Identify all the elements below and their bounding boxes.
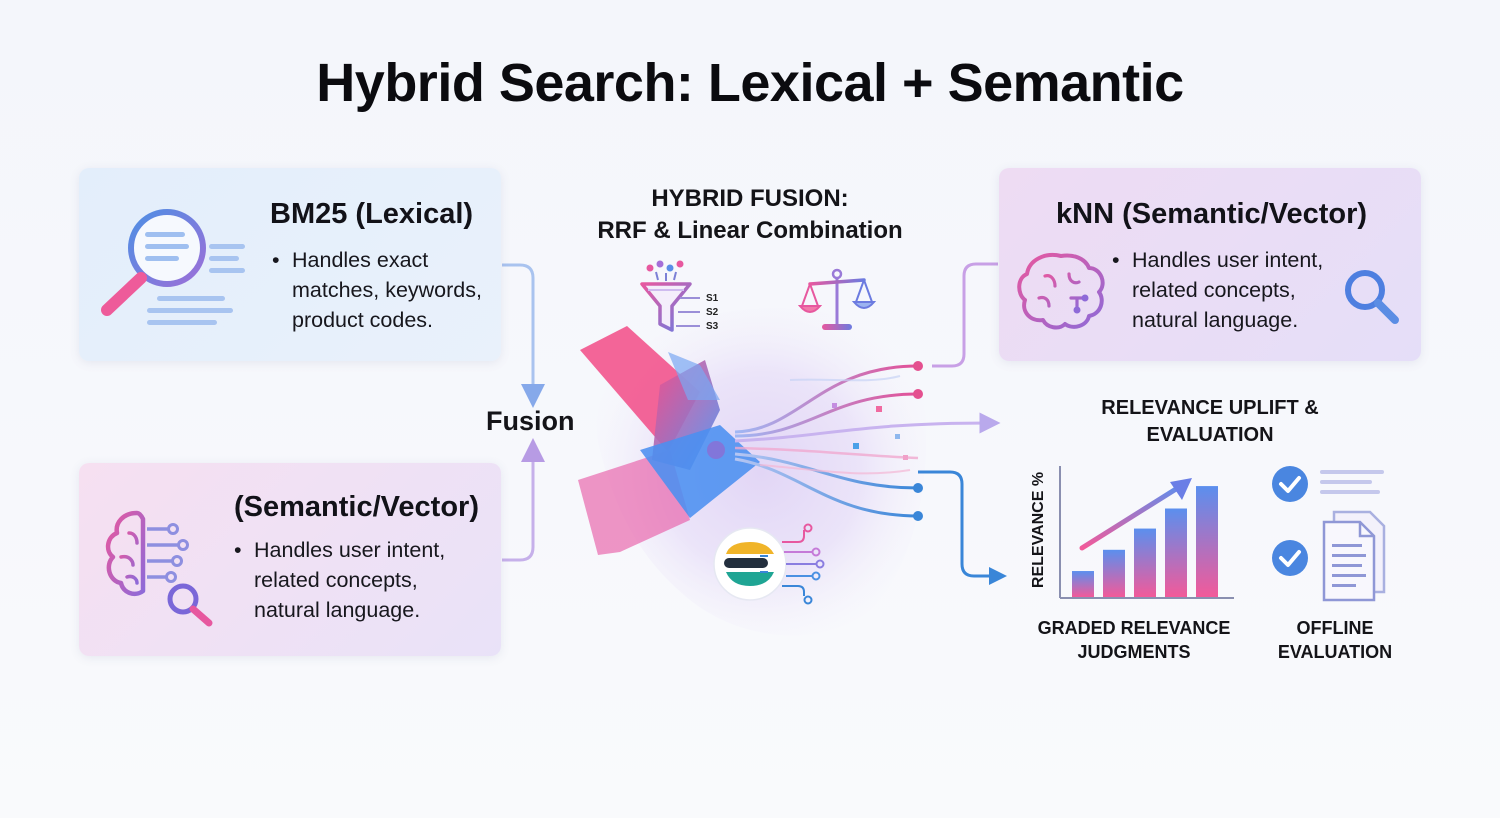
relevance-uplift-chart: [1059, 466, 1234, 599]
score-label-s3: S3: [706, 321, 719, 332]
prism-blue: [640, 425, 760, 518]
offline-caption-line2: EVALUATION: [1277, 642, 1393, 662]
flow-line-7: [789, 375, 901, 382]
semantic-card: (Semantic/Vector) • Handles user intent,…: [79, 463, 501, 656]
offline-caption: OFFLINE EVALUATION: [1255, 616, 1415, 664]
flow-dot-5: [913, 483, 923, 493]
checkmark-circle-icon: [1272, 540, 1308, 576]
relevance-bar: [1103, 549, 1125, 597]
bm25-bullets: • Handles exact matches, keywords, produ…: [272, 245, 482, 335]
bm25-heading: BM25 (Lexical): [270, 198, 474, 230]
flow-line-8: [759, 464, 911, 475]
knn-bullets: • Handles user intent, related concepts,…: [1112, 245, 1323, 335]
flow-line-5: [734, 452, 919, 490]
semantic-heading: (Semantic/Vector): [234, 491, 479, 523]
funnel-icon: S1 S2 S3: [640, 260, 719, 332]
bullet-line: related concepts,: [254, 568, 418, 592]
bm25-bullet: • Handles exact matches, keywords, produ…: [272, 245, 482, 335]
bm25-connector: [502, 263, 545, 408]
bullet-line: matches, keywords,: [292, 278, 482, 302]
spark-5: [903, 455, 908, 460]
bullet-glyph: •: [234, 538, 242, 562]
graded-caption: GRADED RELEVANCE JUDGMENTS: [1026, 616, 1242, 664]
brain-circuit-icon: [1017, 253, 1105, 330]
spark-4: [895, 434, 900, 439]
bullet-glyph: •: [272, 248, 280, 272]
fusion-title-line2: RRF & Linear Combination: [597, 217, 903, 244]
brain-circuit-icon: [105, 510, 213, 627]
flow-dot-6: [913, 511, 923, 521]
flow-dot-1: [913, 361, 923, 371]
flow-line-1: [734, 364, 919, 434]
evaluation-title-line2: EVALUATION: [1146, 424, 1274, 446]
spark-2: [876, 406, 882, 412]
checkmark-circle-icon: [1272, 466, 1308, 502]
fusion-title: HYBRID FUSION: RRF & Linear Combination: [560, 183, 940, 247]
relevance-bar: [1165, 508, 1187, 597]
search-icon: [1345, 270, 1399, 324]
knn-connector: [932, 262, 998, 368]
bullet-line: Handles user intent,: [1132, 248, 1324, 272]
knn-bullet: • Handles user intent, related concepts,…: [1112, 245, 1323, 335]
bullet-glyph: •: [1112, 248, 1120, 272]
elastic-logo-icon: [713, 523, 825, 605]
bullet-line: natural language.: [254, 598, 421, 622]
prism-core: [707, 441, 725, 459]
fusion-title-line1: HYBRID FUSION:: [651, 185, 849, 212]
flow-line-6: [734, 457, 919, 518]
offline-evaluation-graphic: [1272, 466, 1386, 602]
relevance-bar: [1134, 528, 1156, 597]
knn-heading: kNN (Semantic/Vector): [1056, 198, 1368, 230]
score-label-s2: S2: [706, 307, 719, 318]
eval-connector: [918, 470, 1007, 585]
flow-line-3: [734, 412, 1001, 443]
bullet-line: product codes.: [292, 308, 434, 332]
document-stack-icon: [1322, 510, 1386, 602]
relevance-bar: [1072, 571, 1094, 597]
bullet-line: Handles user intent,: [254, 538, 446, 562]
knn-card: kNN (Semantic/Vector) • Handles user int…: [999, 168, 1421, 361]
flow-dot-2: [913, 389, 923, 399]
evaluation-title: RELEVANCE UPLIFT & EVALUATION: [1060, 395, 1360, 449]
page-title: Hybrid Search: Lexical + Semantic: [316, 53, 1184, 113]
flow-line-4: [734, 446, 919, 460]
evaluation-title-line1: RELEVANCE UPLIFT &: [1101, 397, 1319, 419]
uplift-arrow-head: [1170, 478, 1192, 500]
graded-caption-line2: JUDGMENTS: [1077, 642, 1191, 662]
graded-caption-line1: GRADED RELEVANCE: [1037, 618, 1231, 638]
flow-line-2: [734, 392, 919, 438]
semantic-bullets: • Handles user intent, related concepts,…: [234, 535, 445, 625]
uplift-trend-arrow: [1079, 481, 1187, 551]
semantic-bullet: • Handles user intent, related concepts,…: [234, 535, 445, 625]
offline-caption-line1: OFFLINE: [1296, 618, 1374, 638]
bullet-line: related concepts,: [1132, 278, 1296, 302]
bullet-line: Handles exact: [292, 248, 429, 272]
spark-3: [853, 443, 859, 449]
relevance-bar: [1196, 486, 1218, 597]
prism-light: [668, 352, 720, 400]
score-label-s1: S1: [706, 293, 719, 304]
spark-1: [832, 403, 837, 408]
semantic-connector: [502, 438, 545, 562]
bm25-card: BM25 (Lexical) • Handles exact matches, …: [79, 168, 501, 361]
magnifier-document-icon: [101, 209, 245, 325]
fusion-label: Fusion: [486, 406, 575, 436]
balance-scale-icon: [798, 268, 877, 330]
bullet-line: natural language.: [1132, 308, 1299, 332]
